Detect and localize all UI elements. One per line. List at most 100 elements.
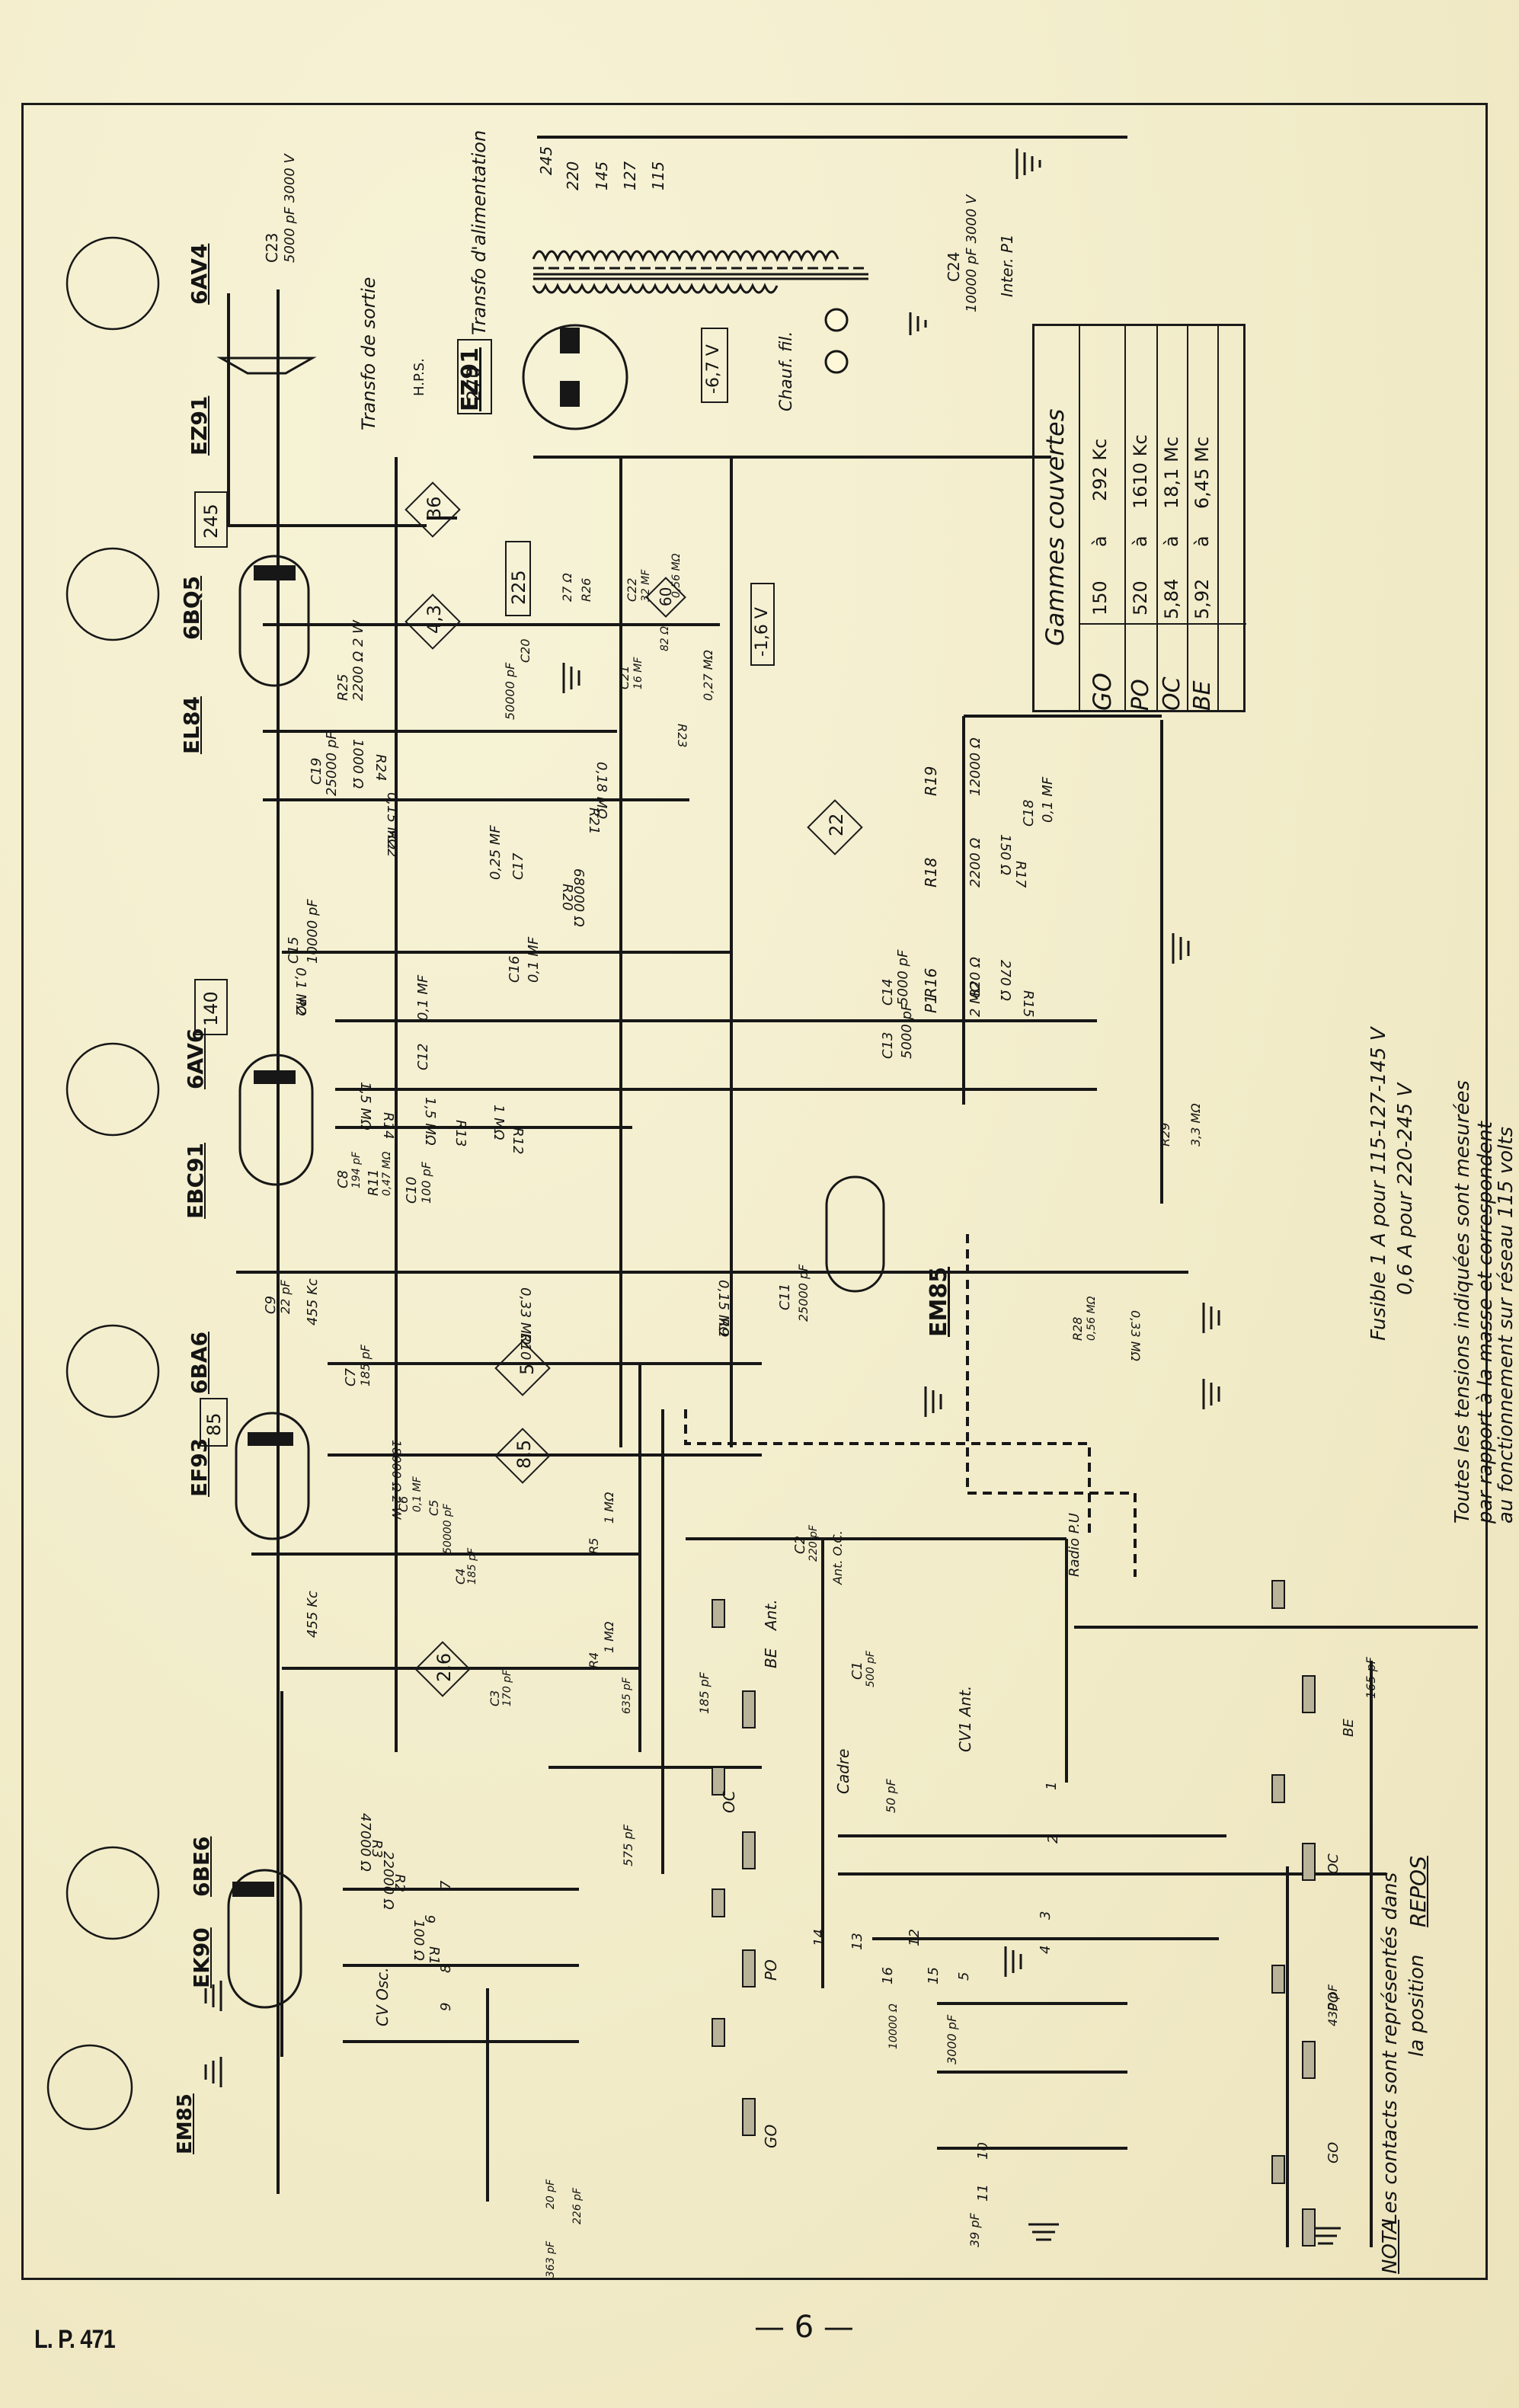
schematic-label: 0,33 MΩ [517,1287,533,1345]
schematic-label: 140 [200,991,222,1026]
schematic-label: 170 pF [501,1669,513,1706]
ebc91-base-diagram [66,1042,160,1137]
voltage-note-line1: Toutes les tensions indiquées sont mesur… [1451,1080,1474,1524]
ranges-table: Gammes couvertes GO 150 à 292 Kc PO 520 … [1032,324,1246,712]
schematic-label: BE [1341,1719,1357,1737]
schematic-label: Ant. [762,1599,780,1630]
schematic-label: 6 [423,1914,439,1924]
schematic-label: 4,3 [424,604,445,634]
schematic-label: 1 MΩ [602,1621,616,1653]
schematic-label: 25000 pF [324,731,340,796]
c24-value: 10000 pF 3000 V [964,194,980,312]
schematic-label: C10 [404,1176,420,1204]
schematic-label: C7 [343,1367,359,1386]
schematic-label: R5 [587,1537,601,1554]
schematic-label: 20 pF [545,2179,557,2209]
schematic-label: 455 Kc [305,1591,321,1638]
schematic-label: GO [762,2124,780,2148]
schematic-label: C1 [849,1661,865,1680]
schematic-label: R18 [922,857,940,887]
schematic-label: C15 [286,936,302,964]
schematic-label: C8 [335,1169,351,1188]
schematic-label: 13 [849,1933,865,1950]
schematic-label: 11 [975,2184,991,2202]
schematic-label: R28 [1070,1316,1085,1341]
ranges-title: Gammes couvertes [1041,408,1070,646]
schematic-label: C9 [263,1295,279,1314]
schematic-label: 5,92 [1191,578,1213,619]
loudspeaker-icon [216,357,317,375]
schematic-label: 575 pF [621,1824,635,1866]
schematic-label: 635 pF [621,1677,633,1714]
schematic-label: R17 [1012,861,1028,888]
schematic-label: 6BA6 [187,1332,212,1394]
schematic-label: 6BQ5 [179,575,204,640]
schematic-label: 520 [1130,580,1151,616]
schematic-label: 1,5 MΩ [422,1097,438,1146]
schematic-label: 12000 Ω [967,737,983,796]
schematic-label: 225 [508,570,529,605]
schematic-label: C17 [510,852,526,880]
schematic-label: C6 [396,1495,411,1512]
schematic-label: 292 Kc [1089,438,1111,501]
schematic-label: 226 pF [571,2187,584,2224]
schematic-label: 127 [621,161,639,190]
schematic-label: 27 Ω [560,573,574,602]
schematic-label: 10000 Ω [887,2003,900,2049]
schematic-label: 6AV4 [187,243,212,305]
ek90-envelope [227,1869,302,2009]
power-switch-label: Inter. P1 [998,234,1016,297]
schematic-label: 5,84 [1161,578,1182,619]
schematic-label: 0,25 MF [488,825,504,880]
schematic-label: C3 [488,1690,502,1706]
schematic-label: 14 [811,1929,827,1946]
voltage-box: -1,6 V [750,583,775,666]
schematic-label: 185 pF [697,1672,712,1714]
schematic-label: C5 [427,1499,441,1516]
schematic-label: 5000 pF [899,1003,915,1059]
schematic-label: 150 [1089,580,1111,616]
el84-envelope [238,555,310,687]
footer-reference: L. P. 471 [34,2325,116,2354]
schematic-label: 3,3 MΩ [1188,1103,1203,1146]
schematic-label: R14 [380,1112,396,1140]
schematic-label: 50000 pF [442,1504,454,1554]
schematic-label: 1 MΩ [491,1105,507,1140]
schematic-label: à [1089,536,1111,547]
schematic-label: 270 Ω [997,960,1013,1001]
schematic-label: 50000 pF [503,662,517,720]
schematic-label: R1 [426,1946,442,1965]
schematic-label: C19 [309,757,325,785]
schematic-label: EF93 [187,1437,212,1497]
schematic-label: R2 [392,1874,408,1892]
schematic-label: EL84 [179,696,204,754]
schematic-label: 3000 pF [945,2014,959,2064]
ebc91-envelope [238,1054,314,1186]
schematic-label: C16 [507,955,523,983]
em85-envelope [825,1175,885,1293]
schematic-label: 16 [880,1967,896,1984]
schematic-label: EZ91 [457,347,484,411]
schematic-label: R15 [1020,990,1036,1018]
schematic-label: R12 [510,1127,526,1155]
schematic-label: 220 [564,161,582,190]
schematic-label: R16 [922,967,940,998]
schematic-label: 0,1 MF [1040,776,1056,823]
schematic-label: -1,6 V [753,607,772,657]
schematic-label: EZ91 [187,395,212,456]
schematic-label: GO [1326,2141,1342,2163]
schematic-label: C2 [792,1535,808,1554]
schematic-label: 1000 Ω [350,739,366,789]
schematic-label: OC [720,1790,738,1813]
schematic-label: OC [1326,1853,1342,1874]
schematic-label: 36 [424,496,445,520]
schematic-label: 25000 pF [796,1264,811,1322]
schematic-label: R4 [587,1652,601,1668]
schematic-label: 22 pF [278,1280,293,1314]
schematic-label: R20 [559,884,575,911]
schematic-label: à [1130,536,1151,547]
schematic-label: 0,15 MΩ [715,1280,731,1338]
schematic-label: OC [1159,676,1185,711]
voltage-box: 270 [457,339,492,414]
schematic-label: R19 [922,766,940,796]
